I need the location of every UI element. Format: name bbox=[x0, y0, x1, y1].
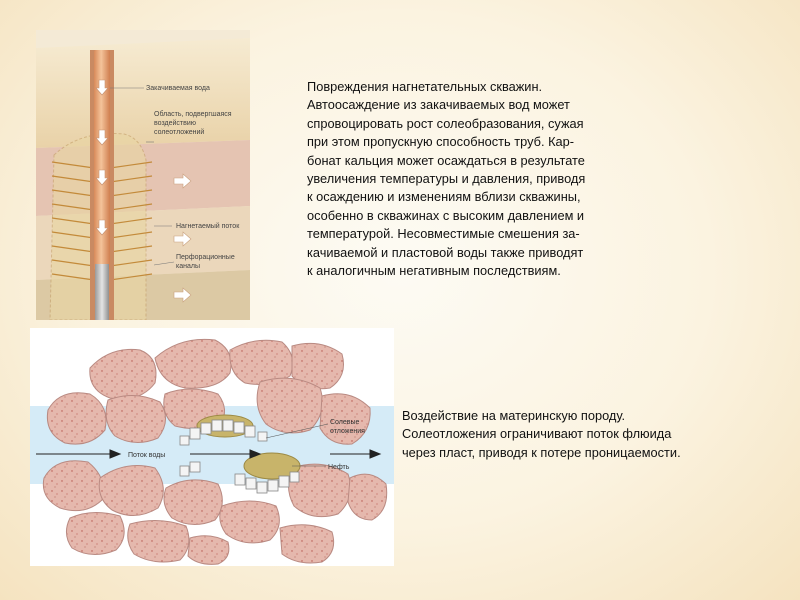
label-perforations: Перфорационные каналы bbox=[176, 254, 237, 270]
rock-leader-lines bbox=[265, 423, 329, 467]
injection-well-illustration: Закачиваемая вода Область, подвергшаяся … bbox=[36, 30, 250, 320]
injected-water-arrows bbox=[95, 79, 109, 236]
rock-formation-illustration: Поток воды Солевые отложения Нефть bbox=[30, 328, 394, 566]
flow-arrows bbox=[36, 449, 382, 459]
label-oil: Нефть bbox=[328, 464, 350, 471]
label-injection-flow: Нагнетаемый поток bbox=[176, 222, 240, 230]
label-salt-deposits: Солевые отложения bbox=[330, 419, 365, 435]
label-injected-water: Закачиваемая вода bbox=[146, 85, 210, 92]
ground-upper bbox=[36, 38, 250, 148]
leader-lines bbox=[110, 87, 175, 266]
rock-grains bbox=[42, 338, 388, 565]
perforation-channels bbox=[51, 161, 153, 281]
rock-impact-description: Воздействие на материнскую породу. Солео… bbox=[402, 408, 681, 460]
salt-deposits bbox=[179, 414, 301, 494]
label-water-flow: Поток воды bbox=[128, 452, 165, 459]
label-scale-zone: Область, подвергшаяся воздействию солеот… bbox=[154, 110, 234, 136]
injection-wells-description: Повреждения нагнетательных скважин. Авто… bbox=[307, 79, 586, 279]
well-pipe-lower bbox=[95, 264, 109, 320]
well-tube bbox=[94, 50, 110, 270]
injection-flow-arrows bbox=[173, 173, 192, 303]
